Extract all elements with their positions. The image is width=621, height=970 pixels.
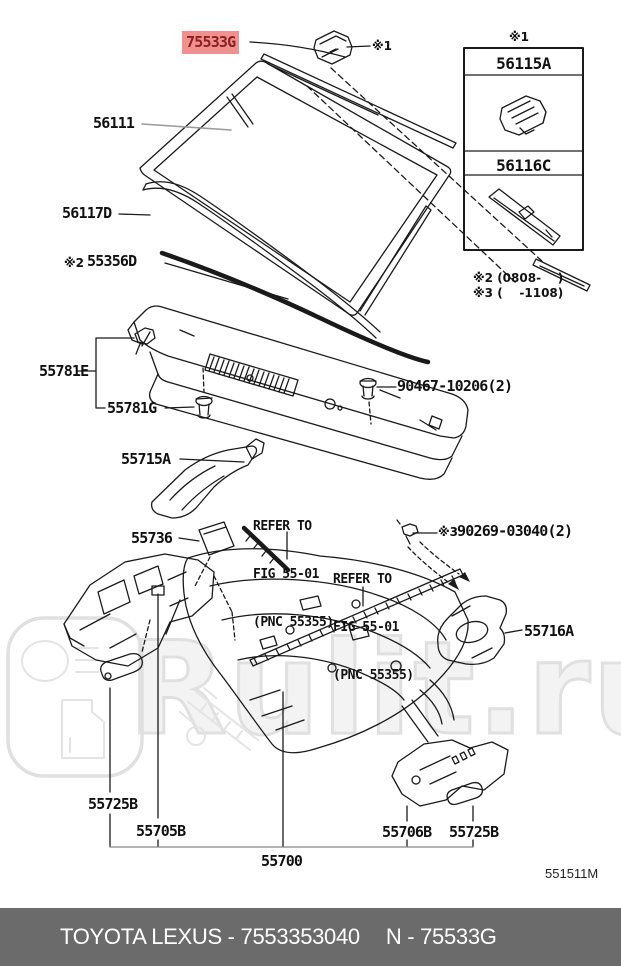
footer-part-code: N - 75533G: [385, 924, 497, 949]
part-label-55700[interactable]: 55700: [261, 852, 303, 870]
part-label-56111[interactable]: 56111: [93, 114, 135, 132]
fastener-90467-drawing: [359, 377, 397, 425]
leader-55356d: [164, 262, 289, 300]
apron-panel-drawing: [63, 553, 236, 682]
part-label-75533g-highlighted[interactable]: 75533G: [182, 31, 240, 54]
inset-part-label-56116c[interactable]: 56116C: [496, 156, 551, 175]
windshield-glass-drawing: [139, 60, 452, 316]
refer-note-line1: REFER TO: [333, 572, 392, 587]
bracket-55715a-drawing: [150, 438, 265, 519]
part-label-55716a[interactable]: 55716A: [524, 622, 574, 640]
part-label-55781e[interactable]: 55781E: [39, 362, 89, 380]
footer-part-number: TOYOTA LEXUS - 7553353040: [60, 924, 360, 949]
watermark-logo: [6, 616, 259, 778]
part-label-90269[interactable]: 90269-03040(2): [457, 522, 573, 540]
footer-bar: TOYOTA LEXUS - 7553353040 N - 75533G: [0, 908, 621, 966]
leader-75533g: [249, 41, 346, 58]
cowl-grille-drawing: [127, 305, 469, 480]
retainer-clip-drawing: [313, 30, 371, 65]
refer-note-line2: FIG 55-01: [253, 567, 319, 582]
refer-note-line3: (PNC 55355): [333, 668, 414, 683]
strip-55356d-drawing: [159, 250, 431, 365]
part-label-55715a[interactable]: 55715A: [121, 450, 171, 468]
part-label-55725b-right[interactable]: 55725B: [449, 823, 499, 841]
part-label-55725b-left[interactable]: 55725B: [88, 795, 138, 813]
ref-mark-3-90269: ※3: [438, 525, 459, 539]
part-label-55356d[interactable]: 55356D: [87, 252, 137, 270]
figure-code: 551511M: [545, 866, 599, 881]
part-label-55706b[interactable]: 55706B: [382, 823, 432, 841]
part-label-55705b[interactable]: 55705B: [136, 822, 186, 840]
leader-56117d: [118, 213, 151, 216]
moulding-56117d-drawing: [142, 181, 381, 339]
watermark-text: Rulit.ru: [127, 615, 621, 764]
ref-mark-1-top: ※1: [372, 39, 393, 53]
refer-note-left: REFER TO FIG 55-01 (PNC 55355): [253, 487, 334, 663]
wiper-seal-band-drawing: [249, 568, 464, 667]
part-label-55781g[interactable]: 55781G: [107, 399, 157, 417]
refer-note-line1: REFER TO: [253, 519, 312, 534]
cowl-panel-drawing: [151, 548, 469, 754]
part-label-56117d[interactable]: 56117D: [62, 204, 112, 222]
ref-mark-1-inset: ※1: [509, 30, 530, 44]
part-label-90467[interactable]: 90467-10206(2): [397, 377, 513, 395]
bracket-55716a-drawing: [437, 595, 523, 666]
refer-note-line2: FIG 55-01: [333, 620, 399, 635]
refer-note-line3: (PNC 55355): [253, 615, 334, 630]
note-applicability-2: ※2 (0808- ): [473, 271, 564, 285]
plate-55736-drawing: [178, 521, 235, 587]
clip-90269-drawing: [396, 519, 470, 590]
inset-parts-box: [463, 47, 584, 251]
note-applicability-3: ※3 ( -1108): [473, 286, 564, 300]
part-label-55736[interactable]: 55736: [131, 529, 173, 547]
refer-note-right: REFER TO FIG 55-01 (PNC 55355): [333, 540, 414, 716]
cowl-side-panel-drawing: [391, 699, 509, 807]
leader-56111: [141, 123, 232, 131]
inset-part-label-56115a[interactable]: 56115A: [496, 54, 551, 73]
bottom-leader-lines: [109, 593, 474, 848]
leader-55781e-bracket: [76, 337, 213, 419]
ref-mark-2-55356d: ※2: [64, 256, 85, 270]
